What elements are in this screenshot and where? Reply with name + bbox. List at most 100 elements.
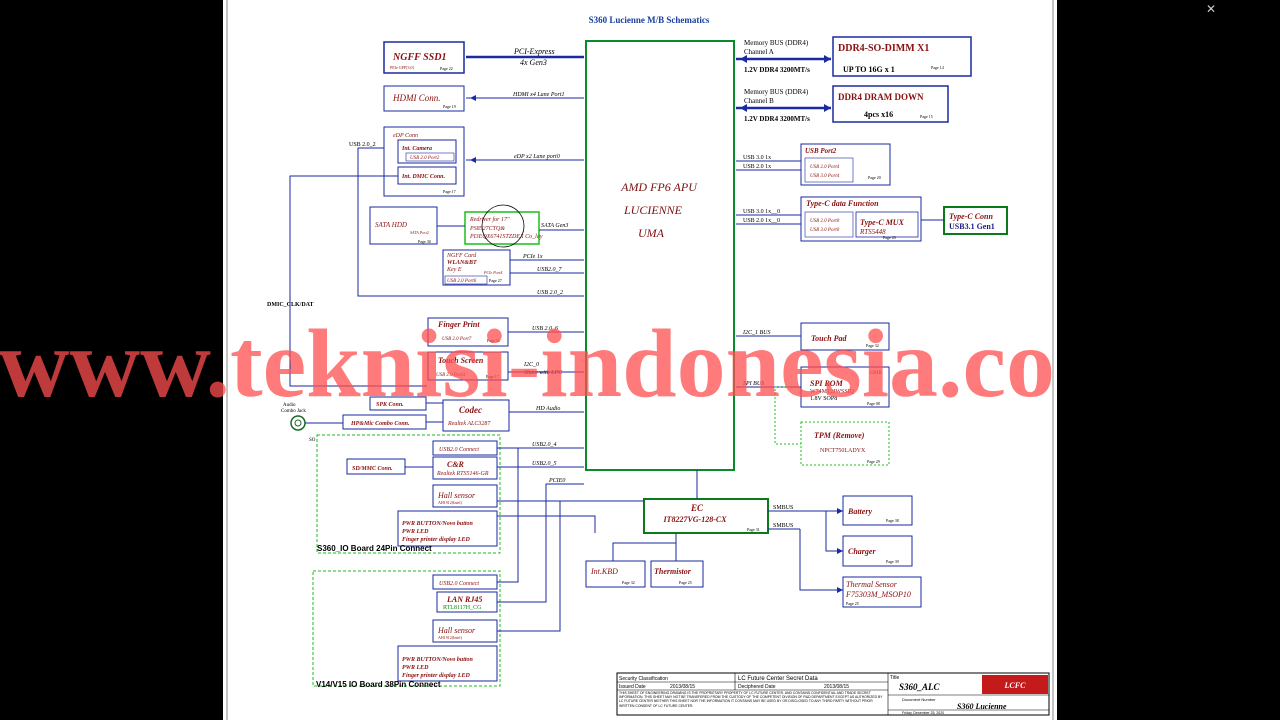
battery-title: Battery	[847, 507, 872, 516]
tb-issued: Issued Date	[619, 684, 646, 690]
finger-port: USB 2.0 Port7	[442, 337, 472, 342]
apu-label-1: AMD FP6 APU	[620, 180, 698, 194]
audio-jack-1: Audio	[283, 403, 296, 408]
tb-deciphered: Deciphered Date	[738, 684, 776, 690]
usbport2-page: Page 20	[868, 175, 881, 180]
pcie-label: PCI-Express	[513, 47, 555, 56]
usb20-2-label: USB 2.0_2	[349, 142, 376, 148]
io38-pwr[interactable]	[397, 645, 498, 682]
audio-jack-2: Combo Jack	[281, 409, 306, 414]
sata-title: SATA HDD	[375, 221, 407, 229]
io38-pwr2: PWR LED	[402, 665, 429, 671]
hdmi-block[interactable]	[383, 85, 465, 112]
tb-fine-print: THIS SHEET OF ENGINEERING DRAWING IS THE…	[619, 691, 883, 708]
io24-pwr3: Finger printer display LED	[402, 537, 471, 543]
touchscreen-block[interactable]	[427, 351, 509, 381]
io24-hall[interactable]	[432, 484, 498, 508]
lcfc-logo	[982, 675, 1048, 694]
ec-title: EC	[690, 503, 704, 513]
wlan-2: WLAN&BT	[447, 260, 477, 266]
wlan-1: NGFF Card	[446, 253, 477, 259]
usb21x0-label: USB 2.0 1x__0	[743, 218, 780, 224]
audio-jack-icon	[290, 415, 306, 431]
finger-page: Page 32	[487, 338, 500, 343]
ddr4b-page: Page 15	[920, 114, 933, 119]
redriver-1: Redriver for 17"	[469, 216, 510, 223]
usbport2-title: USB Port2	[805, 147, 837, 155]
i2c1-label: I2C_1 BUS	[742, 330, 771, 336]
spk-title: SPK Conn.	[376, 402, 404, 408]
spirom-size: 32MB	[869, 371, 882, 376]
memAv: 1.2V DDR4 3200MT/s	[744, 66, 810, 74]
smbus1-label: SMBUS	[773, 505, 793, 511]
charger-page: Page 39	[886, 559, 899, 564]
sata-sub: SATA Port2	[410, 230, 429, 235]
camera-port: USB 2.0 Port2	[410, 156, 440, 161]
io24-board	[316, 434, 501, 554]
usbport2-p1: USB 2.0 Port4	[810, 165, 840, 170]
spirom-part: W74M12JWSSIQ	[810, 389, 855, 395]
kbd-block[interactable]	[585, 560, 646, 588]
typec-block[interactable]	[800, 196, 922, 242]
tpm-block[interactable]	[800, 421, 890, 466]
io24-cr-label: C&R	[447, 460, 465, 469]
typec-p1: USB 2.0 Port0	[810, 219, 840, 224]
tpm-title: TPM (Remove)	[814, 431, 865, 440]
usb20-4-label: USB2.0_4	[532, 441, 557, 448]
edp-title: eDP Conn	[393, 133, 418, 139]
touchscreen-page: Page 17	[486, 374, 499, 379]
codec-title: Codec	[459, 405, 482, 415]
spibus-label: SPI BUS	[743, 381, 764, 387]
ec-block[interactable]	[643, 498, 769, 534]
thermistor-block[interactable]	[650, 560, 704, 588]
memA1: Memory BUS (DDR4)	[744, 39, 809, 47]
thermal-block[interactable]	[842, 576, 922, 608]
memA2: Channel A	[744, 48, 774, 56]
hdmi-signal: HDMI x4 Lane Port1	[512, 91, 565, 98]
usb20-7-label: USB2.0_7	[537, 267, 562, 273]
ddr4b-block[interactable]	[832, 85, 949, 123]
ddr4a-block[interactable]	[832, 36, 972, 77]
tb-deciphered-val: 2013/08/15	[824, 684, 849, 690]
camera-block[interactable]	[397, 139, 457, 164]
ssd-block[interactable]	[383, 41, 465, 74]
edp-block[interactable]	[383, 126, 465, 197]
collapse-icon[interactable]: ✕	[1205, 2, 1217, 16]
usb31x-label: USB 3.0 1x	[743, 155, 771, 161]
typec-conn-2: USB3.1 Gen1	[949, 222, 995, 231]
block-diagram: S360 Lucienne M/B Schematics AMD FP6 APU…	[226, 0, 1054, 720]
usbport2-p2: USB 3.0 Port4	[810, 174, 840, 179]
diagram-title: S360 Lucienne M/B Schematics	[589, 15, 710, 25]
ssd-page: Page 22	[440, 66, 453, 71]
wlan-port: USB 2.0 Port6	[447, 279, 477, 284]
i2c0-label: I2C_0	[523, 362, 539, 368]
io38-lan-label: LAN RJ45	[446, 595, 482, 604]
finger-title: Finger Print	[437, 320, 480, 329]
io24-cr[interactable]	[432, 456, 498, 480]
apu-block[interactable]	[585, 40, 735, 471]
memB1: Memory BUS (DDR4)	[744, 88, 809, 96]
touchscreen-port: USB 2.0 Port3	[436, 373, 466, 378]
battery-block[interactable]	[842, 495, 913, 526]
codec-block[interactable]	[442, 399, 510, 432]
wlan-block[interactable]	[442, 249, 511, 286]
ddr4a-page: Page 14	[931, 65, 944, 70]
gen3-label: 4x Gen3	[520, 58, 547, 67]
tpm-part: NPCT750LADYX	[820, 448, 866, 454]
io24-sdmmc-label: SD/MMC Conn.	[352, 466, 393, 472]
thermal-page: Page 25	[846, 601, 859, 606]
lcfc-logo-text: LCFC	[1004, 681, 1027, 690]
battery-page: Page 38	[886, 518, 899, 523]
typec-conn-1: Type-C Conn	[949, 212, 993, 221]
tb-doc-title: S360_ALC	[899, 682, 941, 692]
smbus2-label: SMBUS	[773, 523, 793, 529]
ddr4b-sub: 4pcs x16	[864, 110, 893, 119]
ssd-sub: PEIe GPP[3:0]	[390, 65, 415, 70]
io24-pwr[interactable]	[397, 510, 498, 547]
usbport2-block[interactable]	[800, 143, 891, 186]
ssd-title: NGFF SSD1	[392, 52, 446, 63]
spirom-pkg: 1.8V SOP8	[810, 396, 837, 402]
io24-pwr1: PWR BUTTON/Novo button	[402, 521, 474, 527]
redriver-block[interactable]	[464, 211, 540, 245]
wlan-page: Page 27	[489, 278, 502, 283]
